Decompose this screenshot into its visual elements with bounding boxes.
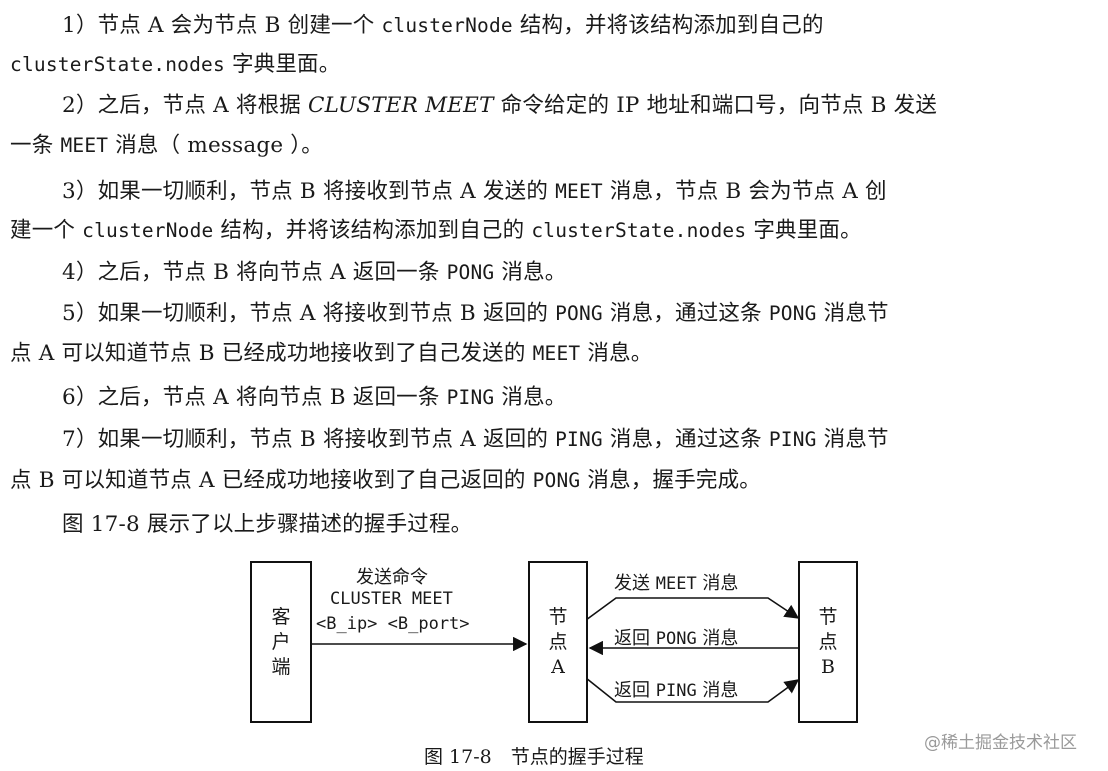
paragraph-3-line-1: 3）如果一切顺利，节点 B 将接收到节点 A 发送的 MEET 消息，节点 B … bbox=[62, 177, 887, 207]
code-clusternode: clusterNode bbox=[82, 219, 214, 242]
code-ping: PING bbox=[655, 681, 697, 701]
paragraph-2-line-2: 一条 MEET 消息（ message ）。 bbox=[10, 131, 323, 161]
client-box: 客户端 bbox=[250, 561, 312, 723]
cmd-label-line-1: 发送命令 bbox=[356, 563, 428, 589]
paragraph-7-line-1: 7）如果一切顺利，节点 B 将接收到节点 A 返回的 PING 消息，通过这条 … bbox=[62, 425, 889, 455]
text: 消息，通过这条 bbox=[602, 301, 769, 326]
code-clusterstate-nodes: clusterState.nodes bbox=[10, 53, 225, 76]
text: 消息（ message ）。 bbox=[108, 133, 323, 158]
text: CLUSTER MEET bbox=[330, 589, 453, 609]
paragraph-7-line-2: 点 B 可以知道节点 A 已经成功地接收到了自己返回的 PONG 消息，握手完成… bbox=[10, 466, 761, 496]
text: 结构，并将该结构添加到自己的 bbox=[213, 218, 532, 243]
paragraph-2-line-1: 2）之后，节点 A 将根据 CLUSTER MEET 命令给定的 IP 地址和端… bbox=[62, 91, 937, 121]
node-a-char: A bbox=[551, 655, 565, 678]
text: 返回 bbox=[614, 628, 656, 649]
text: 消息节 bbox=[816, 427, 889, 452]
code-meet: MEET bbox=[532, 342, 581, 365]
text: <B_ip> <B_port> bbox=[316, 614, 470, 634]
text: 一条 bbox=[10, 133, 61, 158]
cmd-label-line-3: <B_ip> <B_port> bbox=[316, 614, 470, 634]
figure-caption: 图 17-8 节点的握手过程 bbox=[424, 746, 644, 768]
command-name: CLUSTER MEET bbox=[308, 93, 494, 118]
text: 消息。 bbox=[580, 341, 653, 366]
paragraph-3-line-2: 建一个 clusterNode 结构，并将该结构添加到自己的 clusterSt… bbox=[10, 216, 862, 246]
text: 6）之后，节点 A 将向节点 B 返回一条 bbox=[62, 385, 447, 410]
paragraph-4: 4）之后，节点 B 将向节点 A 返回一条 PONG 消息。 bbox=[62, 258, 566, 288]
code-ping: PING bbox=[768, 428, 817, 451]
text: 图 17-8 展示了以上步骤描述的握手过程。 bbox=[62, 512, 473, 537]
diagram-arrows bbox=[310, 597, 800, 703]
code-clusternode: clusterNode bbox=[381, 14, 513, 37]
paragraph-6: 6）之后，节点 A 将向节点 B 返回一条 PING 消息。 bbox=[62, 383, 566, 413]
code-pong: PONG bbox=[532, 469, 581, 492]
node-b-char: 点 bbox=[818, 630, 838, 653]
client-char: 客 bbox=[271, 605, 291, 628]
text: 消息。 bbox=[494, 385, 567, 410]
text: 3）如果一切顺利，节点 B 将接收到节点 A 发送的 bbox=[62, 179, 556, 204]
text: 点 B 可以知道节点 A 已经成功地接收到了自己返回的 bbox=[10, 468, 533, 493]
paragraph-1-line-1: 1）节点 A 会为节点 B 创建一个 clusterNode 结构，并将该结构添… bbox=[62, 11, 824, 41]
code-meet: MEET bbox=[555, 180, 603, 203]
paragraph-1-line-2: clusterState.nodes 字典里面。 bbox=[10, 50, 340, 80]
paragraph-5-line-2: 点 A 可以知道节点 B 已经成功地接收到了自己发送的 MEET 消息。 bbox=[10, 339, 653, 369]
text: 消息 bbox=[696, 680, 739, 701]
client-char: 户 bbox=[271, 630, 291, 653]
text: 5）如果一切顺利，节点 A 将接收到节点 B 返回的 bbox=[62, 301, 556, 326]
node-a-char: 点 bbox=[548, 630, 568, 653]
text: 发送命令 bbox=[356, 567, 428, 588]
code-pong: PONG bbox=[768, 302, 817, 325]
text: 消息 bbox=[696, 628, 739, 649]
paragraph-8: 图 17-8 展示了以上步骤描述的握手过程。 bbox=[62, 510, 472, 540]
text: 消息节 bbox=[816, 301, 889, 326]
meet-label: 发送 MEET 消息 bbox=[614, 569, 738, 595]
client-char: 端 bbox=[271, 655, 291, 678]
node-a-char: 节 bbox=[548, 605, 568, 628]
code-meet: MEET bbox=[655, 574, 697, 594]
text: 2）之后，节点 A 将根据 bbox=[62, 93, 309, 118]
watermark: @稀土掘金技术社区 bbox=[924, 733, 1077, 753]
code-meet: MEET bbox=[60, 134, 109, 157]
text: 消息，握手完成。 bbox=[580, 468, 762, 493]
text: 消息，节点 B 会为节点 A 创 bbox=[602, 179, 887, 204]
text: 字典里面。 bbox=[224, 52, 341, 77]
code-pong: PONG bbox=[555, 302, 603, 325]
node-b-char: 节 bbox=[818, 605, 838, 628]
pong-label: 返回 PONG 消息 bbox=[614, 624, 738, 650]
text: 命令给定的 IP 地址和端口号，向节点 B 发送 bbox=[493, 93, 938, 118]
code-ping: PING bbox=[555, 428, 603, 451]
text: 消息 bbox=[696, 573, 739, 594]
ping-label: 返回 PING 消息 bbox=[614, 676, 738, 702]
node-b-char: B bbox=[821, 655, 835, 678]
code-clusterstate-nodes: clusterState.nodes bbox=[531, 219, 747, 242]
text: 点 A 可以知道节点 B 已经成功地接收到了自己发送的 bbox=[10, 341, 533, 366]
text: 7）如果一切顺利，节点 B 将接收到节点 A 返回的 bbox=[62, 427, 556, 452]
text: 1）节点 A 会为节点 B 创建一个 bbox=[62, 13, 382, 38]
paragraph-5-line-1: 5）如果一切顺利，节点 A 将接收到节点 B 返回的 PONG 消息，通过这条 … bbox=[62, 299, 889, 329]
text: 消息，通过这条 bbox=[602, 427, 769, 452]
text: 建一个 bbox=[10, 218, 83, 243]
text: 字典里面。 bbox=[746, 218, 862, 243]
text: 4）之后，节点 B 将向节点 A 返回一条 bbox=[62, 260, 447, 285]
ping-arrow bbox=[585, 677, 800, 703]
meet-arrow bbox=[585, 597, 800, 621]
text: 消息。 bbox=[494, 260, 567, 285]
code-ping: PING bbox=[446, 386, 495, 409]
code-pong: PONG bbox=[655, 629, 697, 649]
text: 返回 bbox=[614, 680, 656, 701]
code-pong: PONG bbox=[446, 261, 495, 284]
cmd-label-line-2: CLUSTER MEET bbox=[330, 589, 453, 609]
text: 结构，并将该结构添加到自己的 bbox=[512, 13, 824, 38]
text: 发送 bbox=[614, 573, 656, 594]
